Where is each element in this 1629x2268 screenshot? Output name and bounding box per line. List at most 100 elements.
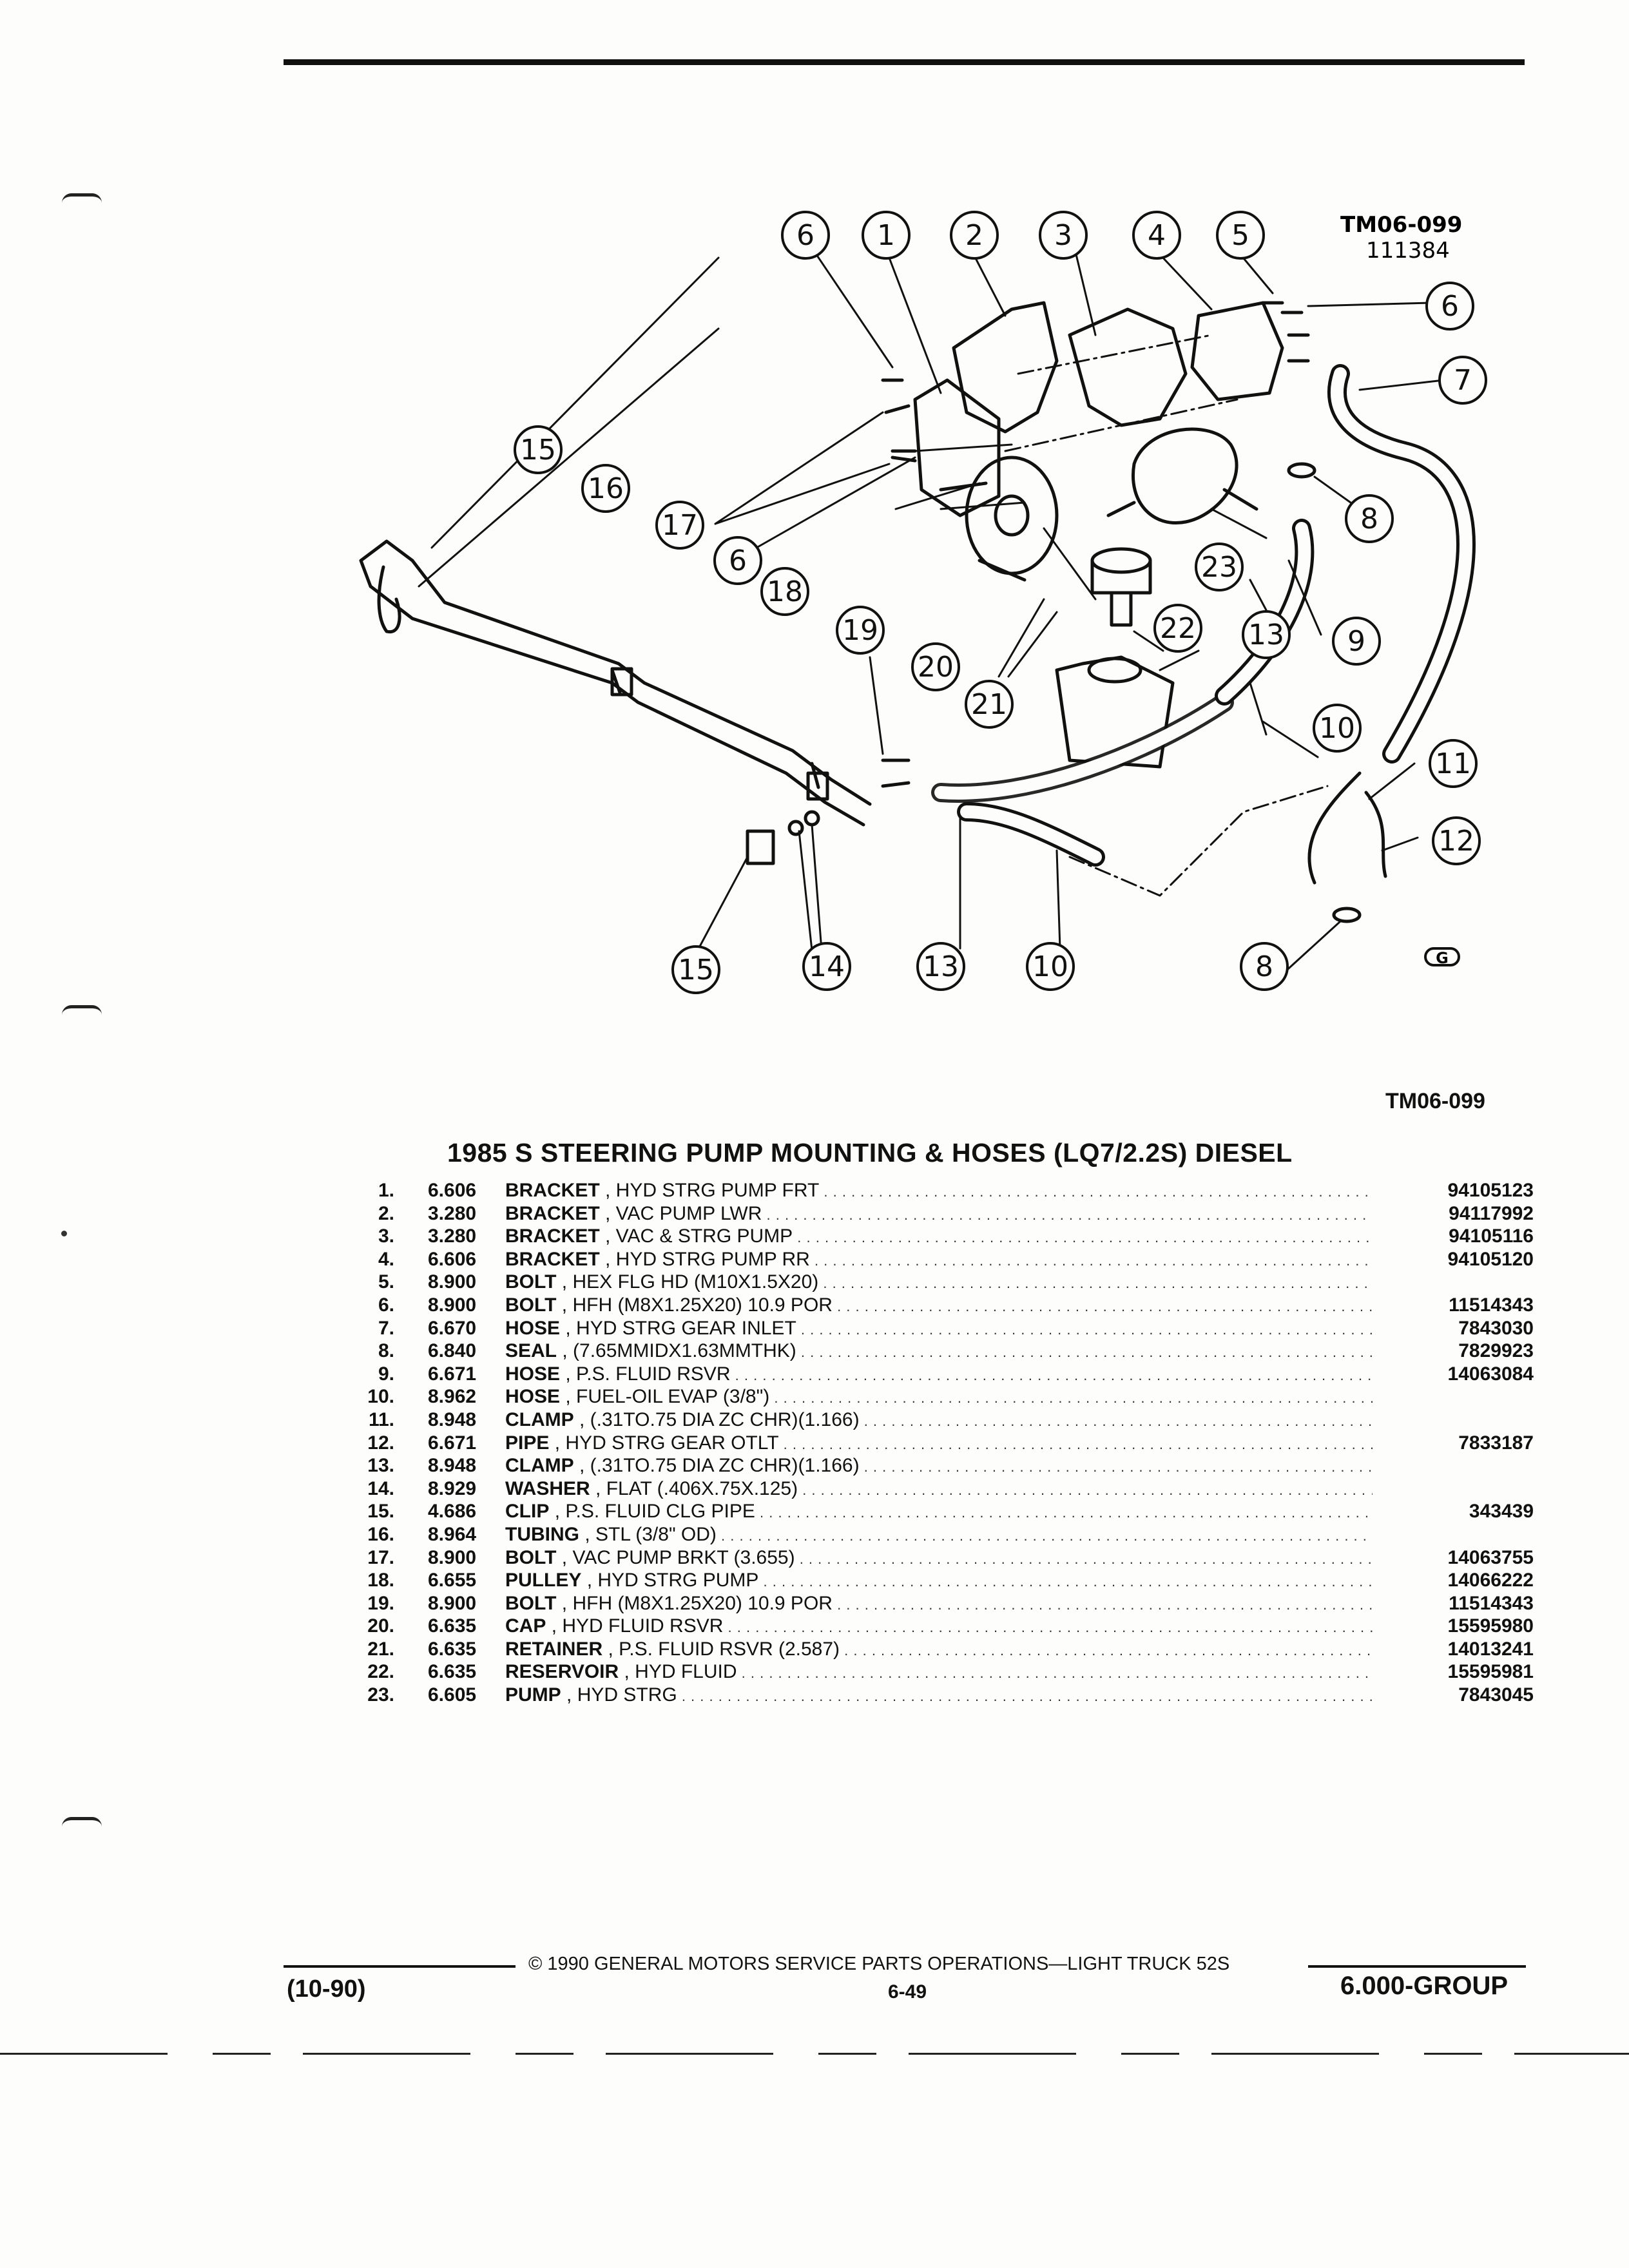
group-code: 6.655 (428, 1570, 477, 1591)
callout-12: 12 (1438, 825, 1474, 858)
item-number: 13. (367, 1455, 394, 1477)
rear-bracket (1190, 301, 1284, 401)
scan-speck (61, 1231, 67, 1236)
footer-rule-right (1308, 1965, 1526, 1968)
group-code: 6.671 (428, 1363, 477, 1385)
item-number: 14. (367, 1477, 394, 1499)
callout-10: 10 (1032, 950, 1068, 983)
item-description: BOLT , VAC PUMP BRKT (3.655) (505, 1546, 1373, 1571)
vac-pump-lower-bracket (952, 301, 1059, 434)
group-code: 6.671 (428, 1432, 477, 1454)
item-description: RESERVOIR , HYD FLUID (505, 1660, 1373, 1685)
part-spec: , HYD STRG PUMP RR (605, 1248, 810, 1270)
binder-hole-mark (62, 193, 102, 203)
part-number: 7833187 (1458, 1432, 1534, 1454)
group-code: 6.635 (428, 1638, 477, 1660)
item-number: 11. (368, 1408, 394, 1430)
part-name: BOLT (505, 1294, 557, 1316)
item-number: 2. (378, 1202, 394, 1224)
tubing-loop (377, 565, 401, 634)
callout-17: 17 (662, 509, 698, 542)
item-description: HOSE , HYD STRG GEAR INLET (505, 1317, 1373, 1341)
item-number: 3. (378, 1225, 394, 1247)
item-description: HOSE , FUEL-OIL EVAP (3/8") (505, 1385, 1373, 1410)
item-description: BRACKET , HYD STRG PUMP RR (505, 1248, 1373, 1273)
group-code: 6.605 (428, 1684, 477, 1706)
item-description: BOLT , HFH (M8X1.25X20) 10.9 POR (505, 1592, 1373, 1617)
part-number: 14013241 (1447, 1638, 1534, 1660)
part-number: 94105116 (1449, 1225, 1534, 1247)
callout-22: 22 (1160, 612, 1196, 645)
item-description: PUMP , HYD STRG (505, 1684, 1373, 1708)
callout-8: 8 (1360, 503, 1378, 535)
part-spec: , FLAT (.406X.75X.125) (595, 1477, 798, 1499)
part-spec: , HYD STRG GEAR INLET (565, 1317, 796, 1339)
part-number: 7843030 (1458, 1317, 1534, 1339)
callout-21: 21 (971, 688, 1007, 721)
flat-washer (787, 820, 804, 836)
callout-6: 6 (729, 544, 747, 577)
callout-9: 9 (1347, 625, 1365, 658)
item-number: 1. (378, 1180, 394, 1201)
exploded-parts-diagram: 6 1 2 3 4 5 6 7 8 9 10 11 12 8 13 15 16 … (359, 211, 1487, 994)
part-name: CLAMP (505, 1455, 574, 1477)
steel-tubing-lower (369, 584, 865, 827)
part-name: PULLEY (505, 1570, 582, 1591)
callout-8: 8 (1255, 950, 1273, 983)
part-name: SEAL (505, 1340, 557, 1362)
part-spec: , P.S. FLUID CLG PIPE (554, 1501, 755, 1523)
item-number: 20. (367, 1615, 394, 1637)
part-name: BRACKET (505, 1180, 600, 1201)
part-number: 14066222 (1447, 1570, 1534, 1591)
part-name: PUMP (505, 1684, 561, 1706)
part-spec: , HEX FLG HD (M10X1.5X20) (561, 1271, 819, 1293)
item-number: 5. (378, 1271, 394, 1293)
callout-6: 6 (796, 219, 815, 252)
part-spec: , (7.65MMIDX1.63MMTHK) (562, 1340, 796, 1362)
part-name: HOSE (505, 1386, 561, 1408)
callout-18: 18 (767, 575, 803, 608)
part-number: 15595980 (1447, 1615, 1534, 1637)
group-code: 8.900 (428, 1546, 477, 1568)
parts-list: 1. 6.606 BRACKET , HYD STRG PUMP FRT 941051… (361, 1179, 1534, 1707)
item-number: 4. (378, 1248, 394, 1270)
part-number: 7829923 (1458, 1340, 1534, 1362)
top-rule (284, 59, 1525, 65)
item-number: 21. (367, 1638, 394, 1660)
part-name: RESERVOIR (505, 1661, 619, 1683)
vac-strg-pump-bracket (1068, 307, 1188, 427)
part-number: 94105120 (1447, 1248, 1534, 1270)
item-description: PULLEY , HYD STRG PUMP (505, 1569, 1373, 1593)
group-code: 6.635 (428, 1615, 477, 1637)
group-code: 3.280 (428, 1202, 477, 1224)
item-description: CLAMP , (.31TO.75 DIA ZC CHR)(1.166) (505, 1454, 1373, 1479)
power-steering-pump (1132, 427, 1239, 524)
item-number: 22. (367, 1661, 394, 1683)
reservoir-cap (1090, 547, 1152, 574)
group-code: 6.606 (428, 1248, 477, 1270)
group-code: 8.948 (428, 1408, 477, 1430)
part-spec: , HYD STRG PUMP (586, 1570, 759, 1591)
item-description: BRACKET , VAC PUMP LWR (505, 1202, 1373, 1227)
callout-10: 10 (1319, 712, 1355, 745)
part-name: HOSE (505, 1317, 561, 1339)
part-spec: , P.S. FLUID RSVR (2.587) (608, 1638, 840, 1660)
parts-table-title: 1985 S STEERING PUMP MOUNTING & HOSES (L… (447, 1138, 1293, 1168)
part-name: BRACKET (505, 1225, 600, 1247)
table-row: 4. 6.606 BRACKET , HYD STRG PUMP RR 9410512… (361, 1248, 1534, 1271)
item-number: 6. (378, 1294, 394, 1316)
part-spec: , HFH (M8X1.25X20) 10.9 POR (561, 1294, 833, 1316)
group-code: 8.964 (428, 1523, 477, 1545)
corner-logo: G (1424, 947, 1460, 967)
item-description: BRACKET , VAC & STRG PUMP (505, 1225, 1373, 1249)
callout-4: 4 (1148, 219, 1166, 252)
part-spec: , HYD STRG PUMP FRT (605, 1180, 820, 1201)
item-number: 8. (378, 1340, 394, 1362)
